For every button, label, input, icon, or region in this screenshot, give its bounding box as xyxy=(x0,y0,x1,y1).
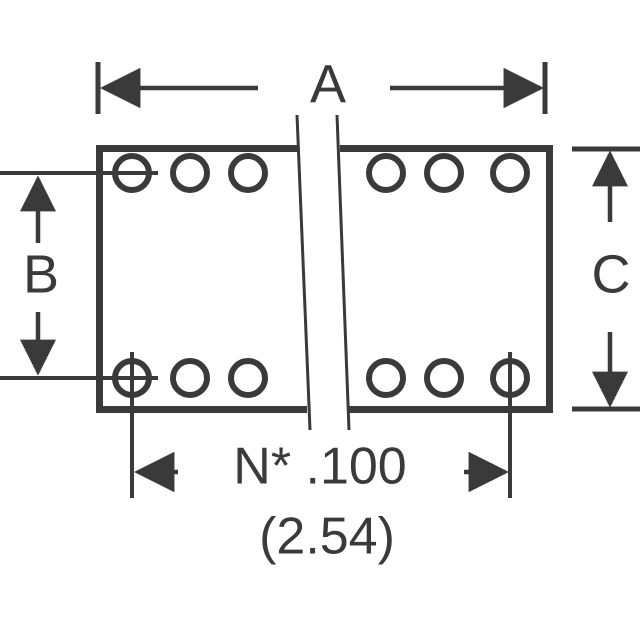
break-line-left xyxy=(295,114,312,431)
pin-hole-icon xyxy=(490,153,530,193)
pin-hole-icon xyxy=(366,358,406,398)
dimension-b-label: B xyxy=(23,244,59,304)
pitch-note-metric-label: (2.54) xyxy=(259,508,395,566)
body-outline-right xyxy=(340,145,553,413)
dimension-pitch-group: N* .100 (2.54) xyxy=(133,438,510,566)
break-line-right xyxy=(335,114,351,431)
pin-hole-icon xyxy=(170,358,210,398)
pin-hole-icon xyxy=(366,153,406,193)
break-line-icon xyxy=(295,114,351,431)
dimension-c-label: C xyxy=(592,244,631,304)
pitch-note-label: N* .100 xyxy=(233,438,406,496)
dimension-c-group: C xyxy=(572,146,640,412)
body-outline-left xyxy=(96,145,307,413)
dimension-a-label: A xyxy=(310,54,346,114)
dimension-b-group: B xyxy=(19,175,59,376)
pin-hole-icon xyxy=(228,358,268,398)
body-outline-group xyxy=(96,145,553,413)
pin-hole-icon xyxy=(424,153,464,193)
pin-hole-icon xyxy=(228,153,268,193)
pin-hole-icon xyxy=(170,153,210,193)
crosshair-icon-group xyxy=(0,171,512,498)
dimension-a-group: A xyxy=(95,54,548,114)
break-line-fill xyxy=(297,115,349,430)
pin-hole-icon xyxy=(424,358,464,398)
